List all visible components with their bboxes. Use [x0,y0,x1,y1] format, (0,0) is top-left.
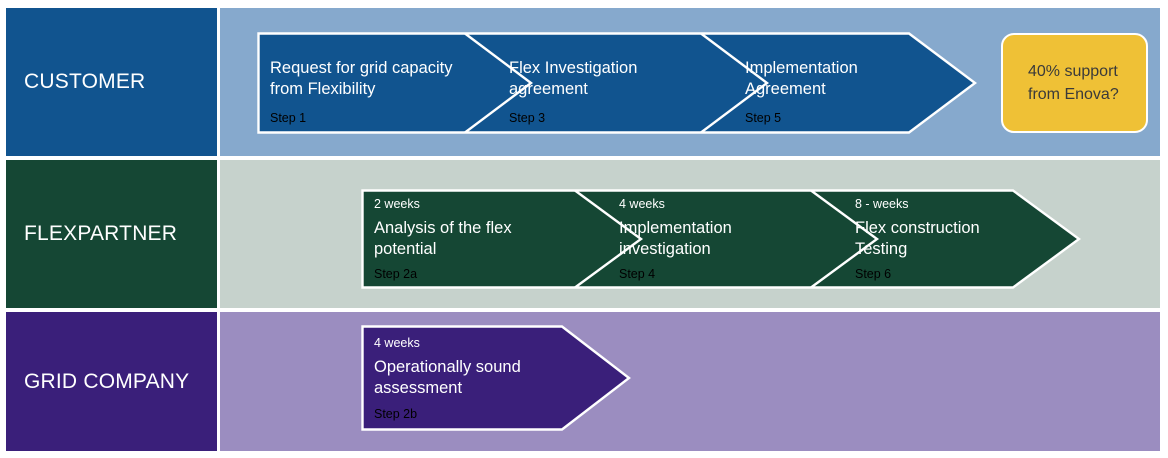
chevron-step-3-number: Step 3 [509,111,546,125]
chevron-divider-2 [810,189,880,289]
chevron-group-customer: Request for grid capacity from Flexibili… [257,32,977,134]
chevron-divider-1 [464,32,533,134]
chevron-group-grid-company: 4 weeks Operationally sound assessment S… [361,325,631,431]
lane-body-grid-company: 4 weeks Operationally sound assessment S… [220,312,1160,451]
lane-label-text: GRID COMPANY [24,369,190,393]
chevron-group-shape [257,32,977,134]
chevron-step-5-number: Step 5 [745,111,782,125]
swimlane-diagram: CUSTOMER Request for grid capacity from … [6,8,1160,451]
lane-body-customer: Request for grid capacity from Flexibili… [220,8,1160,156]
lane-body-flexpartner: 2 weeks Analysis of the flex potential S… [220,160,1160,308]
chevron-body [361,325,631,431]
lane-label-flexpartner: FLEXPARTNER [6,160,217,308]
chevron-step-6-number: Step 6 [855,267,892,281]
chevron-step-2b-number: Step 2b [374,407,418,421]
lane-label-text: CUSTOMER [24,70,146,93]
chevron-body [257,32,977,134]
swimlane-customer: CUSTOMER Request for grid capacity from … [6,8,1160,156]
chevron-group-shape [361,189,1081,289]
chevron-step-2a-number: Step 2a [374,267,418,281]
chevron-group-flexpartner: 2 weeks Analysis of the flex potential S… [361,189,1081,289]
chevron-divider-2 [700,32,769,134]
chevron-group-shape [361,325,631,431]
lane-label-text: FLEXPARTNER [24,222,178,245]
chevron-step-1-number: Step 1 [270,111,307,125]
lane-label-grid-company: GRID COMPANY [6,312,217,451]
callout-text: 40% support from Enova? [1028,62,1119,103]
swimlane-flexpartner: FLEXPARTNER 2 weeks Analysis of the flex… [6,160,1160,308]
chevron-step-4-number: Step 4 [619,267,656,281]
callout-enova-support[interactable]: 40% support from Enova? [1001,33,1148,133]
swimlane-grid-company: GRID COMPANY 4 weeks Operationally sound… [6,312,1160,451]
chevron-divider-1 [574,189,644,289]
chevron-body [361,189,1081,289]
lane-label-customer: CUSTOMER [6,8,217,156]
